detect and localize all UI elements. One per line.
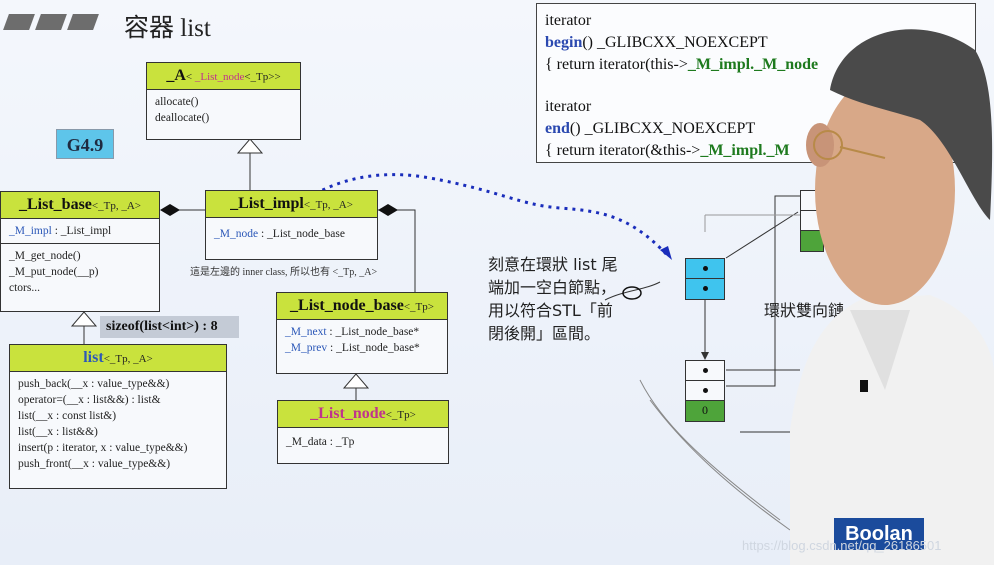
- method: push_front(__x : value_type&&): [18, 458, 171, 470]
- method: _M_get_node(): [9, 250, 81, 262]
- field-type: : _List_node_base*: [327, 342, 420, 354]
- watermark: https://blog.csdn.net/qq_26186501: [742, 538, 942, 553]
- field-m-prev: _M_prev: [285, 342, 328, 354]
- list-node: 0: [685, 360, 725, 422]
- field-m-next: _M_next: [285, 326, 327, 338]
- node-prev-cell: [686, 381, 724, 401]
- method: insert(p : iterator, x : value_type&&): [18, 442, 188, 454]
- code-line: { return iterator(this->_M_impl._M_node: [545, 54, 967, 76]
- node-value: 0: [702, 403, 708, 417]
- class-list-base-fields: _M_impl : _List_impl: [1, 219, 159, 244]
- class-name: _A: [166, 67, 186, 84]
- class-list: list<_Tp, _A> push_back(__x : value_type…: [9, 344, 227, 489]
- class-list-node-fields: _M_data : _Tp: [278, 428, 448, 454]
- class-tparams: <_Tp>>: [244, 71, 281, 83]
- sentinel-node: [685, 258, 725, 300]
- class-alloc-members: allocate() deallocate(): [147, 90, 300, 130]
- field-m-data: _M_data : _Tp: [286, 436, 355, 448]
- class-tparams: <: [185, 71, 195, 83]
- code-line: begin() _GLIBCXX_NOEXCEPT: [545, 32, 967, 54]
- method: list(__x : list&&): [18, 426, 98, 438]
- code-line: iterator: [545, 12, 592, 29]
- class-list-node-header: _List_node<_Tp>: [278, 401, 448, 428]
- code-keyword: begin: [545, 34, 583, 51]
- code-keyword: end: [545, 120, 570, 137]
- class-list-methods: push_back(__x : value_type&&) operator=(…: [10, 372, 226, 476]
- class-name: _List_node_base: [290, 297, 404, 314]
- node-next-cell: [801, 191, 823, 211]
- node-next-cell: [686, 259, 724, 279]
- class-list-base: _List_base<_Tp, _A> _M_impl : _List_impl…: [0, 191, 160, 312]
- class-list-header: list<_Tp, _A>: [10, 345, 226, 372]
- node-next-cell: [686, 361, 724, 381]
- code-text: { return iterator(&this->: [545, 142, 701, 159]
- code-text: () _GLIBCXX_NOEXCEPT: [569, 120, 756, 137]
- field-m-impl: _M_impl: [9, 225, 52, 237]
- method: ctors...: [9, 282, 40, 294]
- method: push_back(__x : value_type&&): [18, 378, 170, 390]
- class-tparams: <_Tp, _A>: [103, 353, 153, 365]
- member-allocate: allocate(): [155, 96, 199, 108]
- node-data-cell: 0: [686, 401, 724, 421]
- class-list-impl-header: _List_impl<_Tp, _A>: [206, 191, 377, 218]
- class-tparams: <_Tp>: [403, 301, 434, 313]
- code-text: () _GLIBCXX_NOEXCEPT: [582, 34, 768, 51]
- field-type: : _List_node_base: [258, 228, 345, 240]
- method: list(__x : const list&): [18, 410, 117, 422]
- code-line: iterator: [545, 98, 592, 115]
- slide-title: 容器 list: [124, 15, 211, 42]
- class-tparams: <_Tp, _A>: [303, 199, 353, 211]
- field-m-node: _M_node: [214, 228, 259, 240]
- class-list-base-header: _List_base<_Tp, _A>: [1, 192, 159, 219]
- class-list-impl: _List_impl<_Tp, _A> _M_node : _List_node…: [205, 190, 378, 260]
- node-data-cell: [801, 231, 823, 251]
- class-tparams-highlight: _List_node: [194, 71, 245, 83]
- class-alloc-header: _A< _List_node<_Tp>>: [147, 63, 300, 90]
- code-line: end() _GLIBCXX_NOEXCEPT: [545, 118, 967, 140]
- class-tparams: <_Tp, _A>: [91, 200, 141, 212]
- code-line: { return iterator(&this->_M_impl._M: [545, 140, 967, 162]
- method: operator=(__x : list&&) : list&: [18, 394, 161, 406]
- class-name: _List_base: [19, 196, 92, 213]
- code-text: { return iterator(this->: [545, 56, 688, 73]
- class-list-node-base-fields: _M_next : _List_node_base* _M_prev : _Li…: [277, 320, 447, 360]
- member-deallocate: deallocate(): [155, 112, 210, 124]
- class-name: list: [83, 349, 104, 366]
- node-prev-cell: [686, 279, 724, 299]
- presenter-video: [790, 29, 994, 565]
- class-list-impl-fields: _M_node : _List_node_base: [206, 218, 377, 246]
- class-tparams: <_Tp>: [385, 409, 416, 421]
- class-list-node: _List_node<_Tp> _M_data : _Tp: [277, 400, 449, 464]
- version-badge: G4.9: [56, 129, 114, 159]
- method: _M_put_node(__p): [9, 266, 99, 278]
- field-type: : _List_node_base*: [326, 326, 420, 338]
- sizeof-note: sizeof(list<int>) : 8: [100, 316, 239, 338]
- ring-list-label: 環狀雙向鏈: [764, 301, 845, 320]
- chinese-annotation: 刻意在環狀 list 尾端加一空白節點，用以符合STL「前閉後開」區間。: [488, 255, 618, 343]
- class-name: _List_node: [310, 405, 386, 422]
- code-highlight: _M_impl._M: [700, 142, 790, 159]
- inner-class-note: 這是左邊的 inner class, 所以也有 <_Tp, _A>: [190, 267, 378, 278]
- class-alloc: _A< _List_node<_Tp>> allocate() dealloca…: [146, 62, 301, 140]
- node-prev-cell: [801, 211, 823, 231]
- field-type: : _List_impl: [51, 225, 112, 237]
- class-list-base-methods: _M_get_node() _M_put_node(__p) ctors...: [1, 244, 159, 300]
- brand-logo: Boolan: [834, 518, 924, 550]
- class-name: _List_impl: [230, 195, 304, 212]
- class-list-node-base-header: _List_node_base<_Tp>: [277, 293, 447, 320]
- class-list-node-base: _List_node_base<_Tp> _M_next : _List_nod…: [276, 292, 448, 374]
- code-highlight: _M_impl._M_node: [687, 56, 819, 73]
